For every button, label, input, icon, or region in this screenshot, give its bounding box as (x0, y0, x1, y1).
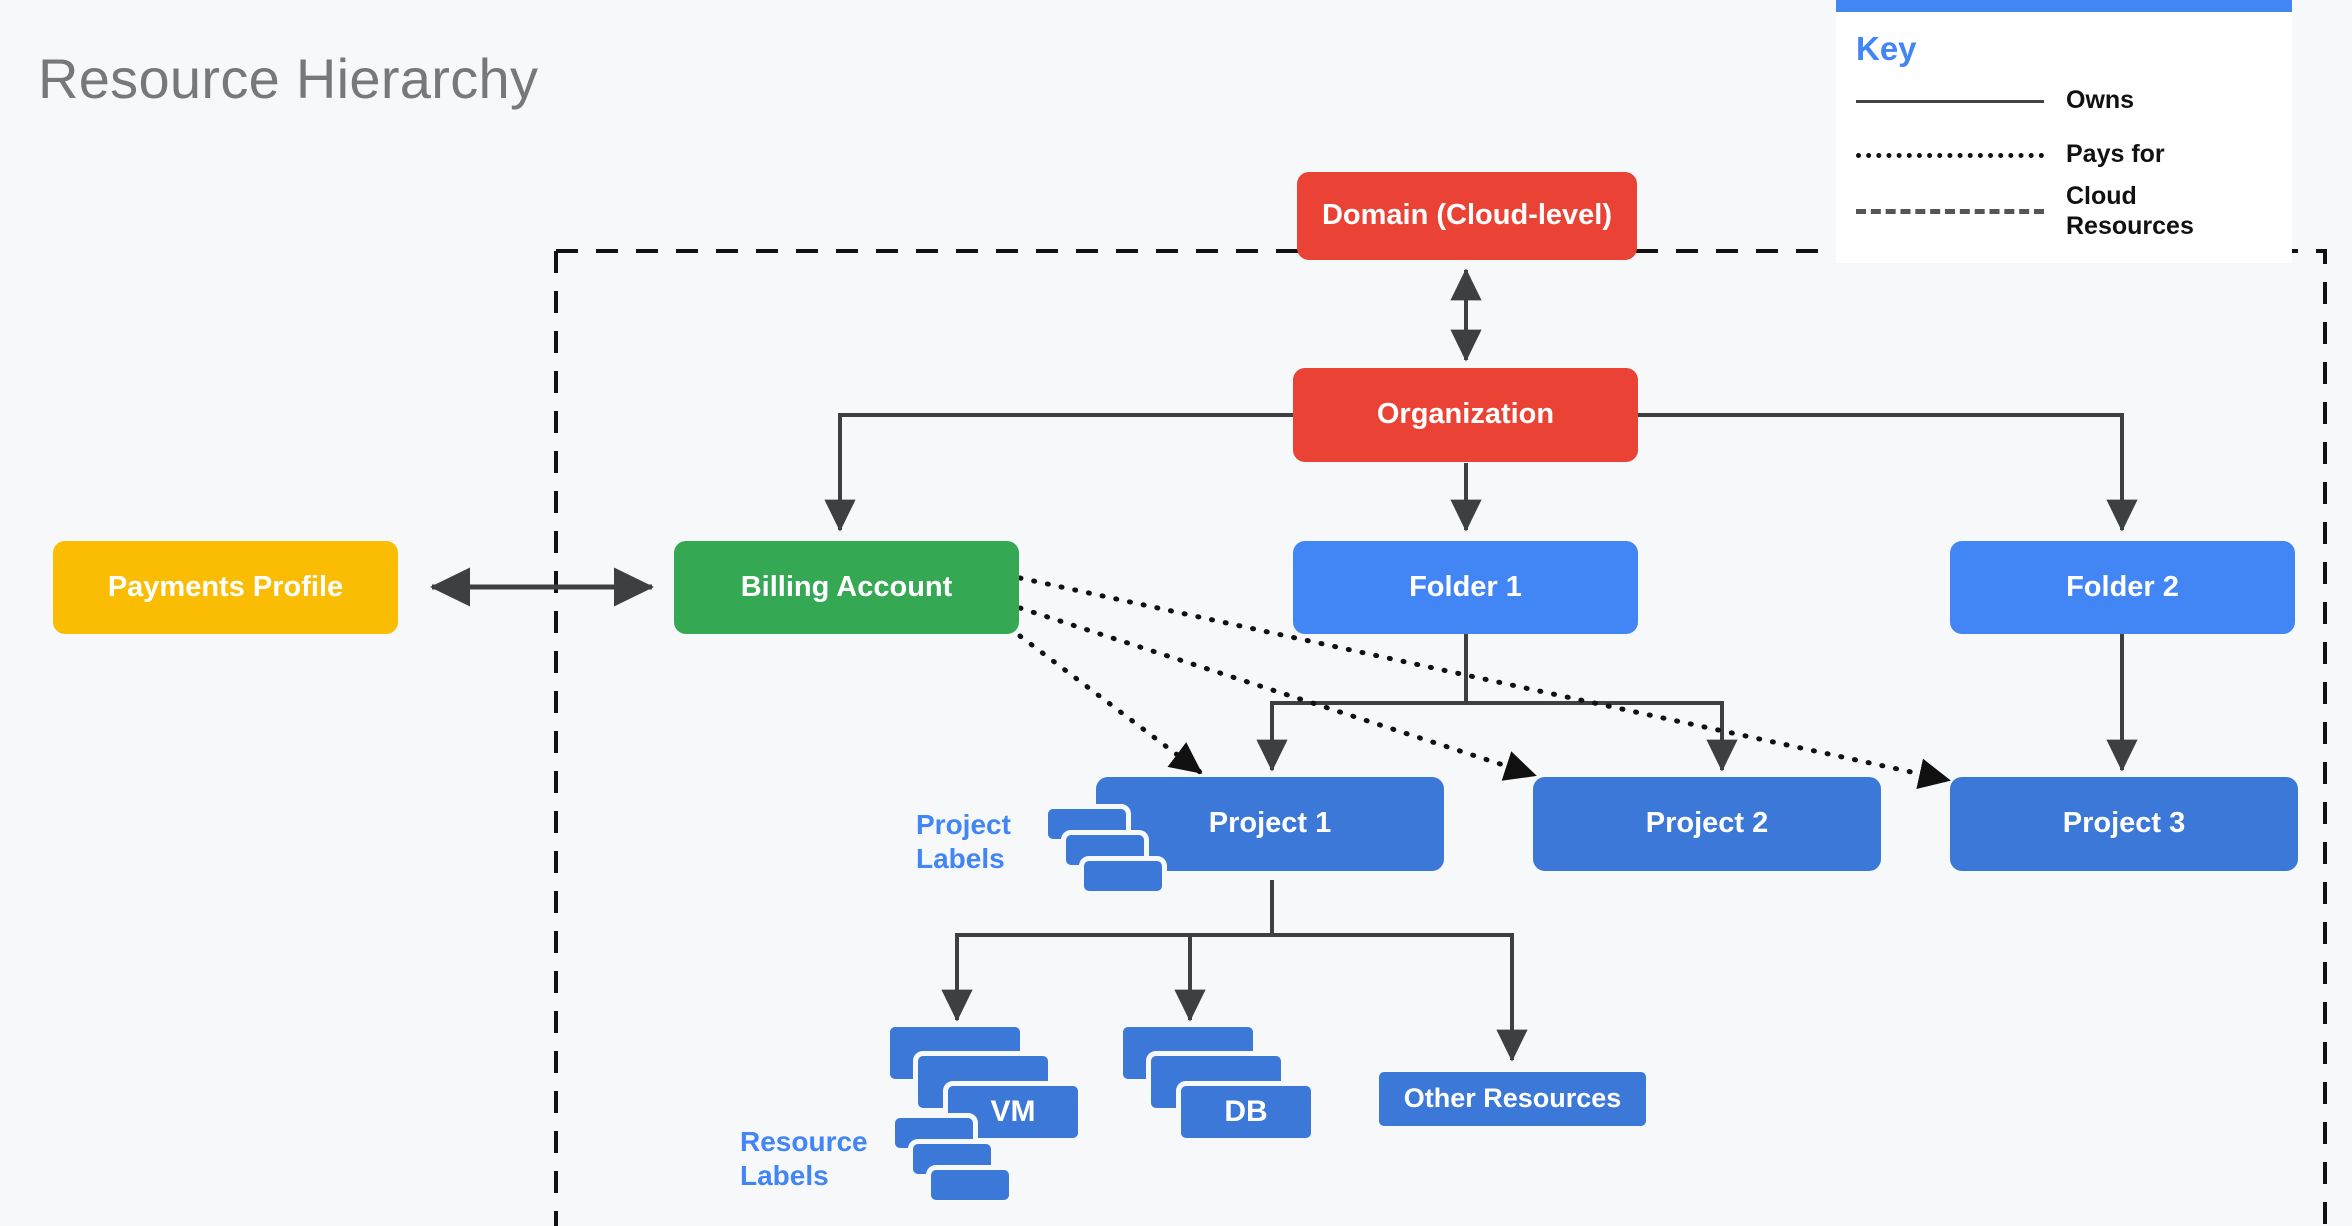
key-row-cloud-resources: Cloud Resources (1836, 182, 2292, 241)
key-legend-panel: Key Owns Pays for Cloud Resources (1836, 0, 2292, 263)
node-project-1-label: Project 1 (1208, 807, 1332, 840)
node-folder-2-label: Folder 2 (2066, 570, 2179, 603)
node-project-2[interactable]: Project 2 (1533, 777, 1881, 871)
edge-billing-project1 (1017, 633, 1203, 775)
resource-labels-text: Resource Labels (740, 1126, 868, 1192)
key-label-pays-for: Pays for (2066, 140, 2165, 169)
solid-line-icon (1856, 99, 2044, 103)
node-billing-account[interactable]: Billing Account (674, 541, 1019, 634)
node-project-3[interactable]: Project 3 (1950, 777, 2298, 871)
dotted-line-icon (1856, 152, 2044, 158)
db-box-front: DB (1176, 1081, 1316, 1143)
node-domain[interactable]: Domain (Cloud-level) (1297, 172, 1637, 260)
key-title: Key (1856, 30, 1917, 67)
node-payments-profile-label: Payments Profile (107, 570, 344, 603)
project-labels-tags[interactable] (1043, 804, 1173, 904)
key-row-owns: Owns (1836, 74, 2292, 128)
key-row-pays-for: Pays for (1836, 128, 2292, 182)
node-other-resources-label: Other Resources (1403, 1083, 1622, 1114)
node-folder-2[interactable]: Folder 2 (1950, 541, 2295, 634)
resource-labels-tags[interactable] (890, 1113, 1020, 1223)
node-project-3-label: Project 3 (2062, 807, 2186, 840)
dashed-line-icon (1856, 209, 2044, 214)
resource-stack-db[interactable]: DB (1118, 1022, 1378, 1172)
node-folder-1[interactable]: Folder 1 (1293, 541, 1638, 634)
node-billing-account-label: Billing Account (740, 570, 953, 603)
node-folder-1-label: Folder 1 (1409, 570, 1522, 603)
page-title: Resource Hierarchy (38, 47, 539, 110)
edge-project1-db (1174, 933, 1272, 1022)
key-panel-padding (1836, 241, 2292, 263)
edge-folder1-bus (1256, 629, 1468, 772)
resource-tag-front (926, 1165, 1014, 1205)
node-payments-profile[interactable]: Payments Profile (53, 541, 398, 634)
edge-folder1-project2 (1466, 701, 1738, 772)
node-organization-label: Organization (1376, 398, 1555, 431)
node-project-2-label: Project 2 (1645, 807, 1769, 840)
project-tag-front (1079, 856, 1167, 896)
key-label-owns: Owns (2066, 86, 2135, 115)
key-label-cloud-resources: Cloud Resources (2066, 182, 2194, 240)
node-organization[interactable]: Organization (1293, 368, 1638, 462)
node-other-resources[interactable]: Other Resources (1375, 1068, 1650, 1130)
node-domain-label: Domain (Cloud-level) (1321, 199, 1612, 232)
node-db-label: DB (1224, 1095, 1268, 1128)
